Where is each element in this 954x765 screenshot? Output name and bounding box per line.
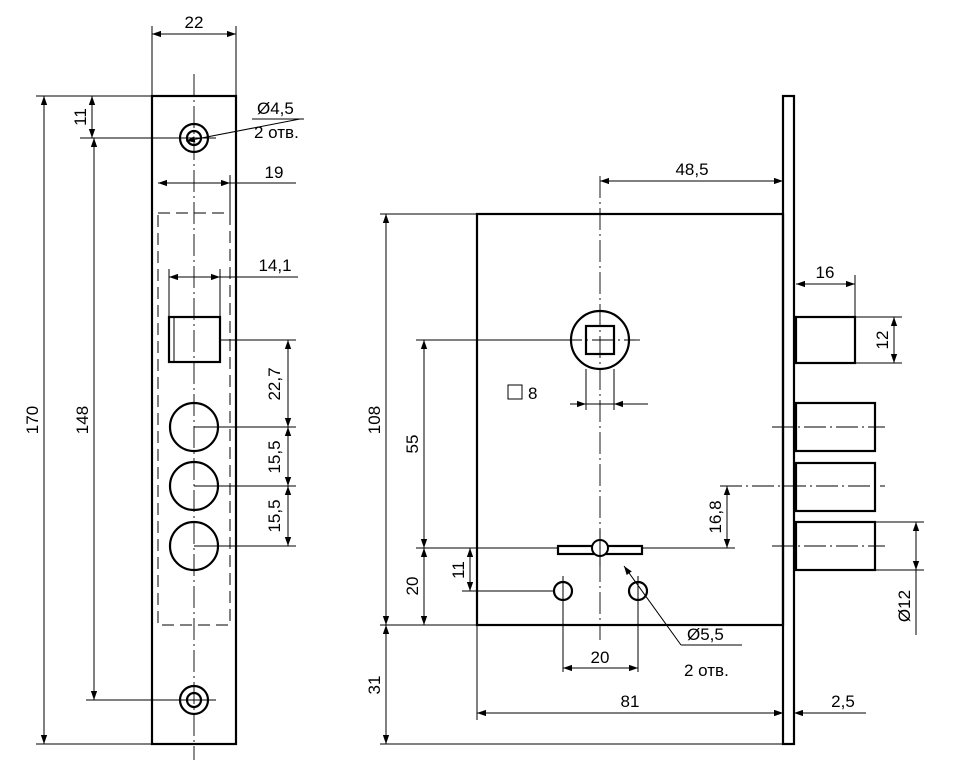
dim-text-14-1: 14,1 [258, 256, 291, 275]
dim-text-81: 81 [621, 692, 640, 711]
dim-text-15-5-b: 15,5 [265, 499, 284, 532]
dim-2-5: 2,5 [760, 692, 866, 717]
dim-bolt-spacing: 22,7 15,5 15,5 [194, 339, 296, 547]
dim-81: 81 [476, 625, 783, 720]
dim-text-22: 22 [185, 13, 204, 32]
dim-square-8: 8 [507, 384, 648, 408]
dim-text-170: 170 [23, 406, 42, 434]
dim-text-22-7: 22,7 [265, 367, 284, 400]
dim-20-left: 20 [380, 548, 477, 626]
dim-text-11: 11 [71, 108, 90, 126]
dim-31: 31 [365, 625, 783, 745]
dim-text-12-latch: 12 [873, 331, 892, 350]
dim-width-14-1: 14,1 [168, 256, 298, 317]
dim-height-148: 148 [73, 138, 172, 701]
deadbolt-side-1 [772, 401, 885, 453]
latch-bolt-side [794, 315, 857, 365]
deadbolt-side-3 [772, 520, 885, 572]
deadbolt-side-2 [720, 461, 885, 513]
dim-text-hole-5-5: Ø5,5 [687, 625, 724, 644]
dim-text-square-8: 8 [528, 384, 537, 403]
dim-text-11-side: 11 [449, 561, 468, 579]
dim-text-hole-count-side: 2 отв. [684, 661, 729, 680]
lock-body-outline [475, 212, 785, 627]
dim-text-20-bottom: 20 [591, 648, 610, 667]
dim-text-hole-4-5: Ø4,5 [257, 99, 294, 118]
dim-text-20-left: 20 [403, 577, 422, 596]
dim-48-5: 48,5 [600, 160, 783, 185]
square-symbol [507, 384, 523, 400]
dim-108: 108 [365, 213, 477, 625]
dim-text-148: 148 [73, 406, 92, 434]
dim-16-8: 16,8 [642, 486, 735, 549]
front-view: 22 19 14,1 Ø4,5 2 отв. [23, 13, 304, 760]
dim-text-31: 31 [365, 676, 384, 695]
dim-text-12-bolt: Ø12 [895, 590, 914, 622]
dim-width-22: 22 [151, 13, 237, 96]
body-screw-hole-right [627, 576, 649, 672]
keyhole [556, 530, 644, 566]
dim-text-19: 19 [265, 163, 284, 182]
dim-20-bottom: 20 [563, 648, 638, 672]
side-view: 48,5 16 12 8 108 [365, 94, 924, 746]
dim-hole-4-5: Ø4,5 2 отв. [185, 99, 304, 143]
dim-top-11: 11 [71, 95, 172, 139]
dim-text-108: 108 [365, 406, 384, 434]
dim-11-side: 11 [416, 547, 558, 592]
faceplate-side [781, 94, 796, 746]
screw-hole-bottom [172, 684, 216, 716]
dim-text-15-5-a: 15,5 [265, 440, 284, 473]
dim-height-170: 170 [23, 95, 152, 745]
dim-55: 55 [403, 339, 571, 548]
dim-12-bolt: Ø12 [875, 521, 924, 635]
dim-text-16: 16 [816, 263, 835, 282]
dim-16: 16 [796, 263, 856, 317]
dim-text-16-8: 16,8 [706, 500, 725, 533]
latch-bolt [167, 315, 222, 364]
dim-12-latch: 12 [855, 316, 902, 364]
dim-text-2-5: 2,5 [831, 692, 855, 711]
dim-text-hole-count: 2 отв. [254, 123, 299, 142]
dim-text-48-5: 48,5 [675, 160, 708, 179]
dim-width-19: 19 [158, 163, 296, 213]
dim-hole-5-5: Ø5,5 2 отв. [623, 565, 742, 680]
dim-text-55: 55 [403, 435, 422, 454]
